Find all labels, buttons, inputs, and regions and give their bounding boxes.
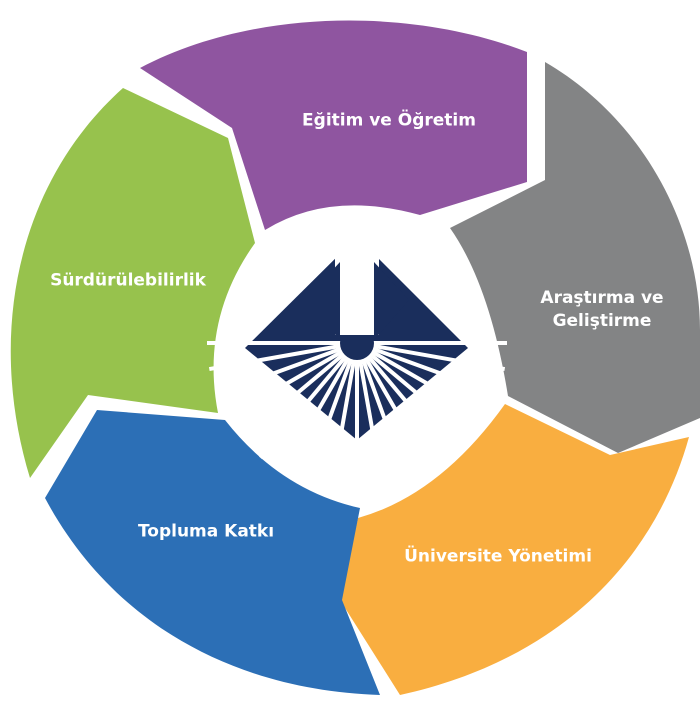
label-arastirma-line-1: Araştırma ve — [540, 288, 664, 308]
segment-topluma-katki — [45, 410, 380, 695]
label-surdurulebilirlik: Sürdürülebilirlik — [50, 270, 206, 291]
label-egitim-ve-ogretim: Eğitim ve Öğretim — [302, 110, 476, 131]
emblem-ray — [328, 342, 359, 492]
emblem-ray — [215, 341, 358, 397]
label-topluma-katki: Topluma Katkı — [137, 521, 275, 542]
emblem-ray — [355, 341, 474, 441]
segment-surdurulebilirlik — [10, 88, 255, 478]
label-arastirma-line-2: Geliştirme — [552, 311, 652, 331]
segment-universite-yonetimi — [340, 404, 689, 695]
segment-arastirma-ve-gelistirme — [450, 62, 700, 453]
emblem-ray — [355, 341, 455, 460]
emblem-ray — [208, 341, 358, 372]
emblem-ray — [356, 341, 506, 372]
emblem-ray — [226, 341, 359, 420]
label-universite-yonetimi: Üniversite Yönetimi — [404, 546, 592, 567]
emblem-ray — [259, 341, 359, 460]
emblem-ray — [356, 341, 499, 397]
label-arastirma-ve-gelistirme: Araştırma ve Geliştirme — [540, 287, 663, 333]
university-emblem-icon — [207, 235, 507, 493]
emblem-ray — [303, 342, 359, 485]
emblem-ray — [355, 342, 411, 485]
emblem-ray — [240, 341, 359, 441]
emblem-ray — [280, 341, 359, 474]
emblem-ray — [355, 341, 434, 474]
segment-egitim-ve-ogretim — [140, 20, 527, 230]
emblem-ray — [355, 342, 386, 492]
emblem-ray — [355, 341, 488, 420]
